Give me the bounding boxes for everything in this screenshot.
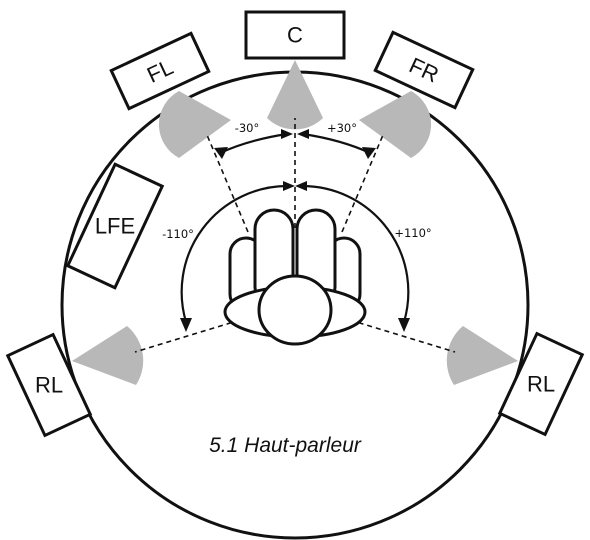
front-right-arc-arrow-tail: [297, 129, 309, 139]
subwoofer-box: LFE: [65, 162, 165, 290]
rear-right-arc-arrow-head: [398, 318, 410, 332]
diagram-caption: 5.1 Haut-parleur: [209, 434, 362, 457]
rear-left-arc-arrow-head: [180, 318, 192, 332]
front-left-arc-arrow-tail: [281, 129, 293, 139]
rear-right-arc-arrow-tail: [295, 181, 307, 191]
front-right-angle-label: +30°: [327, 121, 357, 135]
center-speaker-label: C: [287, 23, 303, 48]
rear-right-angle-arc: [302, 184, 410, 323]
rear-right-speaker-label: RL: [527, 372, 555, 397]
front-left-speaker-box: FL: [109, 31, 211, 111]
rear-left-speaker-label: RL: [35, 373, 63, 398]
rear-left-arc-arrow-tail: [283, 181, 295, 191]
rear-left-speaker-cone: [72, 326, 144, 385]
front-left-angle-label: -30°: [235, 121, 260, 135]
front-right-arc-arrow-head: [362, 147, 376, 159]
listener-icon: [223, 208, 367, 346]
rear-right-speaker-box: RL: [497, 331, 585, 437]
center-speaker-box: C: [244, 10, 346, 60]
rear-left-angle-arc: [180, 184, 288, 323]
rear-left-sight-line: [134, 319, 241, 353]
rear-right-speaker-cone: [446, 326, 518, 385]
front-right-speaker-cone: [359, 91, 432, 158]
front-right-speaker-box: FR: [373, 30, 475, 110]
rear-right-angle-label: +110°: [394, 226, 431, 240]
rear-left-speaker-box: RL: [5, 332, 93, 438]
front-left-arc-arrow-head: [214, 147, 228, 159]
rear-left-angle-label: -110°: [162, 227, 194, 241]
rear-right-sight-line: [349, 319, 456, 353]
subwoofer-label: LFE: [95, 214, 135, 239]
center-speaker-cone: [267, 60, 323, 130]
front-left-speaker-cone: [158, 91, 231, 158]
